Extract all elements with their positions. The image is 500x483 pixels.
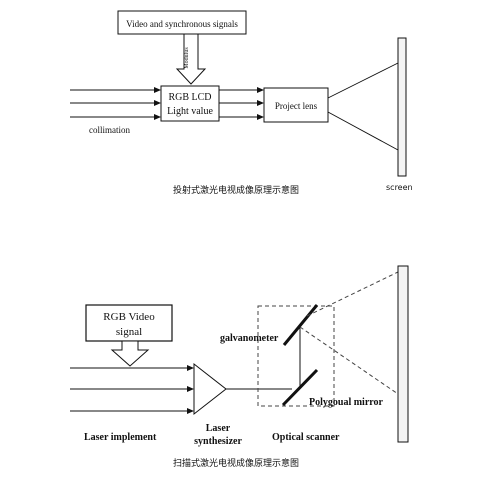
laser-synthesizer-triangle — [193, 362, 227, 416]
lcd-box — [160, 85, 220, 122]
projection-ray-bottom — [327, 111, 399, 151]
optical-scanner-box — [257, 305, 335, 407]
signal-box — [117, 10, 247, 35]
bottom-caption: 扫描式激光电视成像原理示意图 — [173, 457, 299, 469]
scan-screen-panel — [397, 265, 409, 443]
galvanometer-mirror — [282, 304, 319, 346]
lcd-label-line2: Light value — [167, 106, 213, 117]
scan-ray-top — [306, 271, 399, 317]
top-caption: 投射式激光电视成像原理示意图 — [173, 184, 299, 196]
video-label-line2: signal — [116, 326, 142, 338]
scan-ray-bottom — [299, 326, 399, 395]
screen-panel — [397, 37, 407, 177]
project-lens-box — [263, 87, 329, 123]
synthesizer-label-line1: Laser — [206, 423, 231, 434]
collimation-label: collimation — [89, 125, 130, 135]
optical-scanner-label: Optical scanner — [272, 432, 340, 443]
polygon-mirror — [281, 368, 319, 407]
projection-diagram: Video and synchronous signals Modulus RG… — [70, 10, 413, 196]
scanning-diagram: RGB Video signal galvanometer Polygoual … — [70, 265, 409, 469]
modulus-label: Modulus — [184, 47, 190, 69]
signal-box-label: Video and synchronous signals — [126, 19, 238, 29]
synthesizer-label-line2: synthesizer — [194, 436, 242, 447]
galvanometer-label: galvanometer — [220, 333, 279, 344]
screen-label: screen — [386, 183, 413, 192]
lcd-label-line1: RGB LCD — [168, 92, 211, 103]
project-lens-label: Project lens — [275, 101, 318, 111]
video-arrow — [110, 340, 150, 367]
video-label-line1: RGB Video — [103, 311, 155, 323]
projection-ray-top — [327, 62, 399, 99]
polygon-mirror-label: Polygoual mirror — [309, 397, 384, 408]
laser-implement-label: Laser implement — [84, 432, 157, 443]
modulus-arrow — [175, 33, 207, 85]
